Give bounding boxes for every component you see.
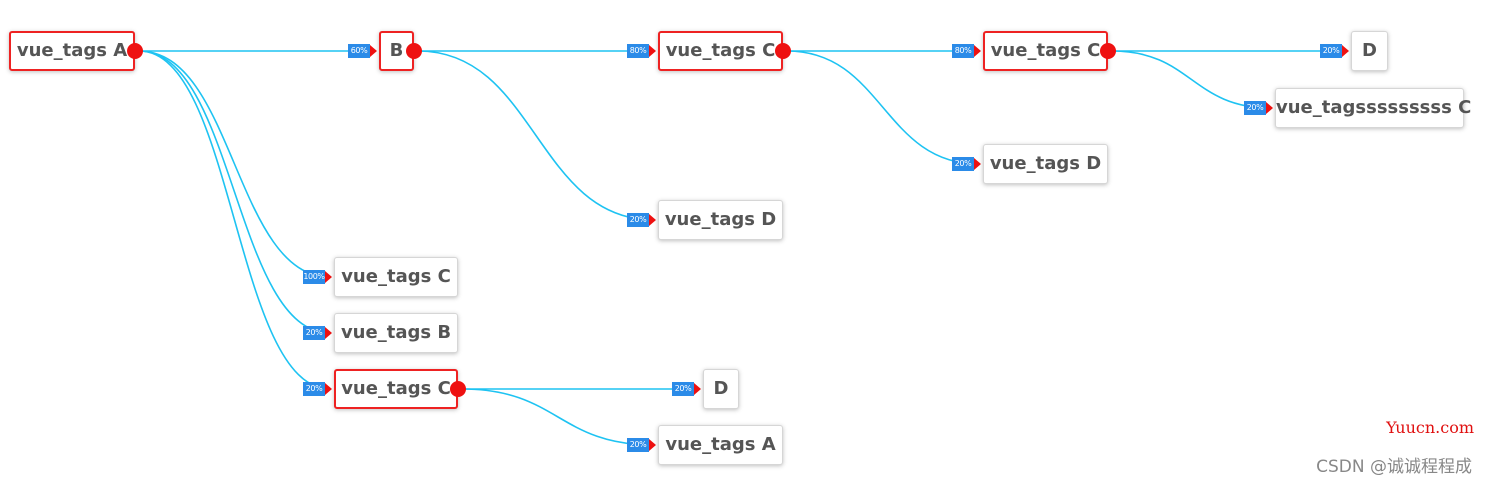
link-line xyxy=(786,50,980,165)
link-line xyxy=(138,50,331,334)
arrow-icon xyxy=(974,45,981,57)
arrow-icon xyxy=(694,383,701,395)
arrow-icon xyxy=(325,383,332,395)
tree-node[interactable]: vue_tags C xyxy=(334,257,458,297)
arrow-icon xyxy=(370,45,377,57)
tree-node[interactable]: vue_tags A xyxy=(9,31,135,71)
tree-node[interactable]: vue_tags A xyxy=(658,425,783,465)
collapse-toggle-icon[interactable] xyxy=(1100,43,1116,59)
arrow-icon xyxy=(1266,102,1273,114)
arrow-icon xyxy=(649,214,656,226)
collapse-toggle-icon[interactable] xyxy=(775,43,791,59)
percent-badge: 80% xyxy=(627,44,649,58)
link-line xyxy=(461,388,655,446)
tree-node[interactable]: vue_tags D xyxy=(983,144,1108,184)
percent-badge: 20% xyxy=(627,438,649,452)
tree-node[interactable]: D xyxy=(1351,31,1388,71)
tree-node[interactable]: vue_tags C xyxy=(983,31,1108,71)
arrow-icon xyxy=(325,271,332,283)
link-line xyxy=(1111,50,1272,109)
percent-badge: 20% xyxy=(1320,44,1342,58)
arrow-icon xyxy=(649,45,656,57)
percent-badge: 20% xyxy=(627,213,649,227)
percent-badge: 20% xyxy=(303,326,325,340)
tree-node[interactable]: D xyxy=(703,369,739,409)
percent-badge: 20% xyxy=(1244,101,1266,115)
site-watermark: Yuucn.com xyxy=(1386,418,1474,437)
arrow-icon xyxy=(1342,45,1349,57)
arrow-icon xyxy=(325,327,332,339)
tree-node[interactable]: vue_tags D xyxy=(658,200,783,240)
percent-badge: 100% xyxy=(303,270,325,284)
percent-badge: 20% xyxy=(303,382,325,396)
link-line xyxy=(138,50,331,278)
arrow-icon xyxy=(649,439,656,451)
arrow-icon xyxy=(974,158,981,170)
link-line xyxy=(138,50,331,390)
percent-badge: 80% xyxy=(952,44,974,58)
tree-node[interactable]: vue_tagsssssssss C xyxy=(1275,88,1471,128)
link-line xyxy=(417,50,655,221)
percent-badge: 20% xyxy=(952,157,974,171)
collapse-toggle-icon[interactable] xyxy=(406,43,422,59)
tree-node[interactable]: vue_tags C xyxy=(658,31,783,71)
csdn-watermark: CSDN @诚诚程程成 xyxy=(1316,457,1472,477)
tree-node[interactable]: vue_tags B xyxy=(334,313,458,353)
tree-node[interactable]: vue_tags C xyxy=(334,369,458,409)
percent-badge: 20% xyxy=(672,382,694,396)
percent-badge: 60% xyxy=(348,44,370,58)
collapse-toggle-icon[interactable] xyxy=(127,43,143,59)
collapse-toggle-icon[interactable] xyxy=(450,381,466,397)
